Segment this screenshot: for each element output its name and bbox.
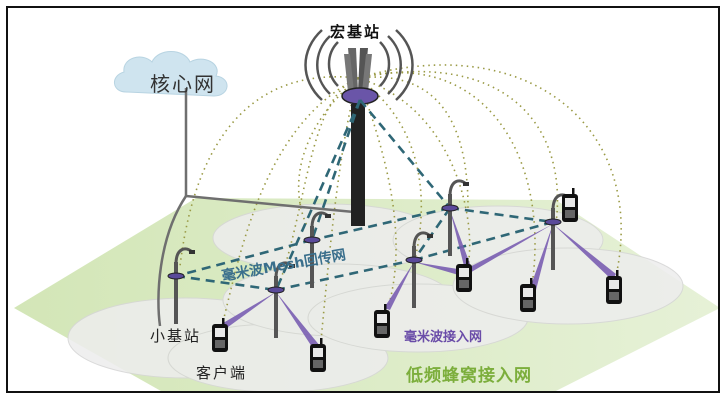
core-network-label: 核心网 xyxy=(150,72,216,96)
mmwave-access-label: 毫米波接入网 xyxy=(404,330,483,345)
mesh-backhaul-links xyxy=(175,99,554,292)
mmwave-beams xyxy=(218,210,616,350)
cloud-icon xyxy=(114,51,228,97)
client-label: 客户端 xyxy=(196,364,248,382)
network-diagram xyxy=(14,29,718,391)
low-freq-access-label: 低频蜂窝接入网 xyxy=(406,366,532,386)
small-station-label: 小基站 xyxy=(150,327,202,345)
macro-station-label: 宏基站 xyxy=(330,23,382,41)
macro-antenna-icon xyxy=(304,29,414,226)
diagram-frame: 宏基站 核心网 小基站 客户端 毫米波Mesh回传网 毫米波接入网 低频蜂窝接入… xyxy=(6,6,720,393)
coverage-areas xyxy=(67,203,684,391)
wired-backhaul-lines xyxy=(157,88,355,327)
